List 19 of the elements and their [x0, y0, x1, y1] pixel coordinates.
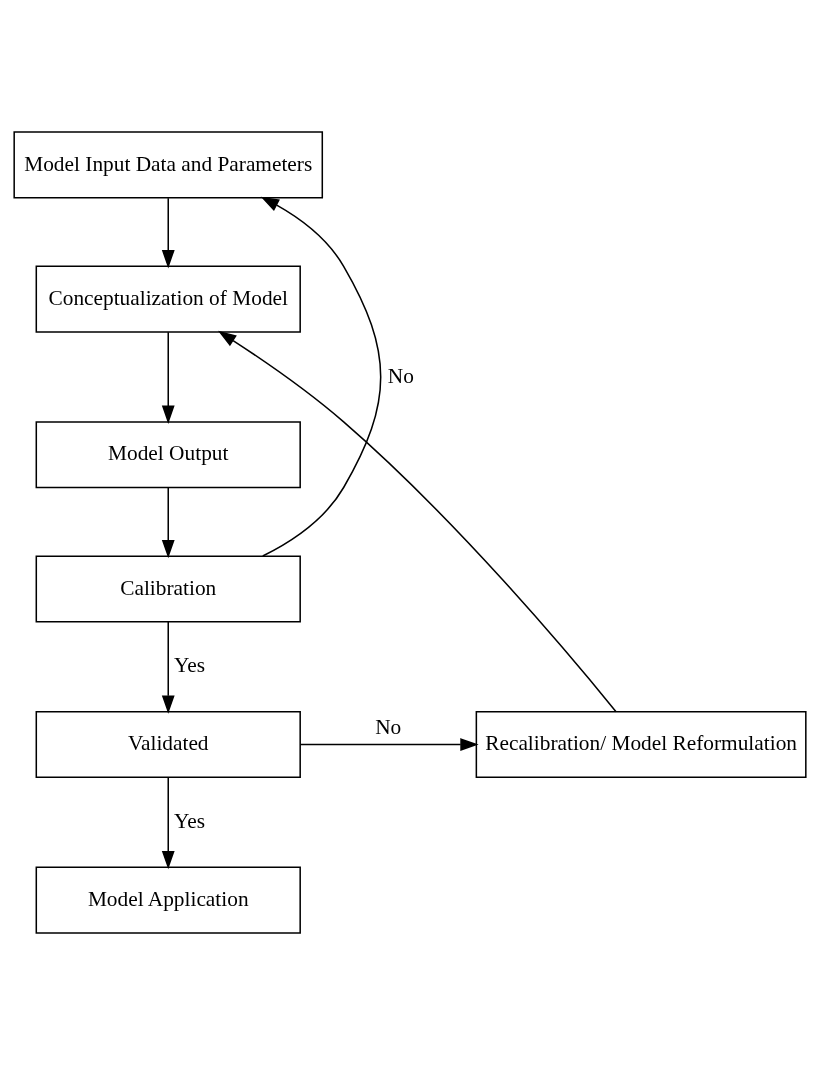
- edge-label: No: [387, 363, 414, 388]
- arrow: [161, 776, 175, 870]
- node-box: Model Output: [35, 421, 301, 489]
- node-box: Conceptualization of Model: [35, 265, 301, 333]
- node-box: Recalibration/ Model Reformulation: [475, 710, 807, 779]
- edge-label: Yes: [174, 653, 206, 678]
- node-box: Model Input Data and Parameters: [13, 131, 324, 199]
- arrow: [217, 330, 617, 713]
- edge-label: Yes: [174, 808, 206, 833]
- arrow: [260, 196, 382, 557]
- arrow: [299, 738, 479, 751]
- node-box: Model Application: [35, 866, 301, 934]
- arrow: [161, 197, 175, 269]
- node-box: Calibration: [35, 555, 301, 623]
- node-box: Validated: [35, 710, 301, 779]
- edge-label: No: [375, 715, 402, 740]
- arrow: [161, 621, 175, 714]
- arrow: [161, 487, 175, 559]
- arrow: [161, 331, 175, 424]
